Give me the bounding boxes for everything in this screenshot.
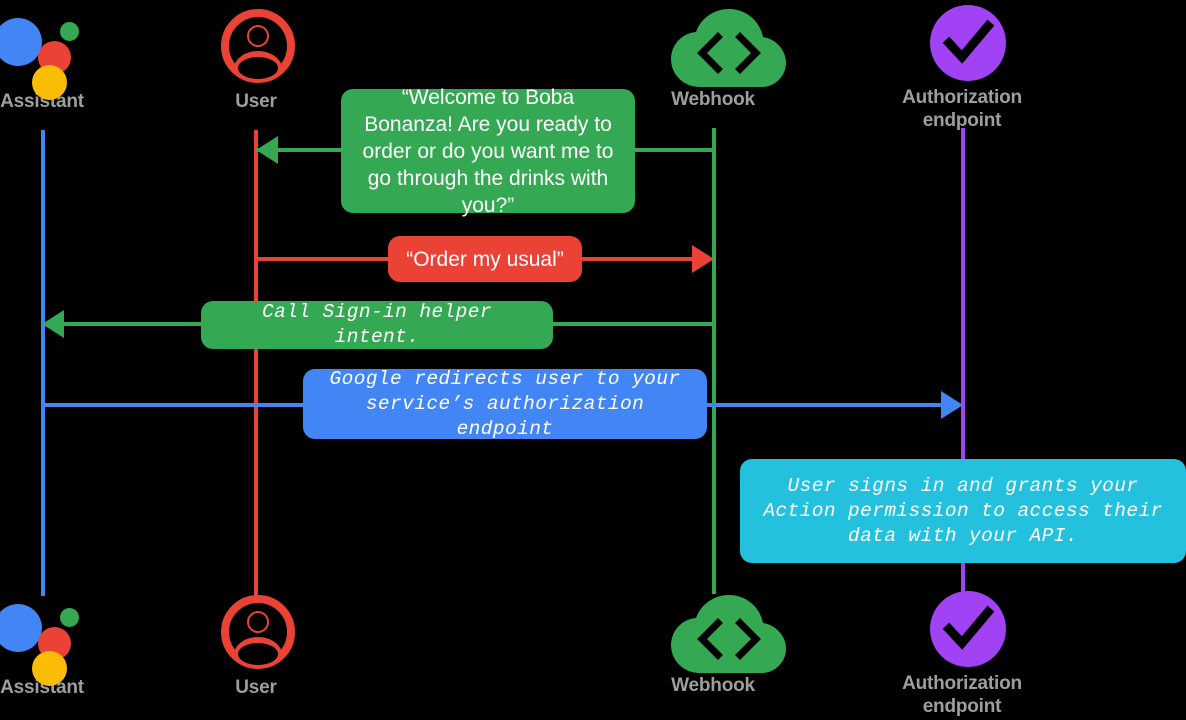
msg-signin-grant-bubble[interactable]: User signs in and grants your Action per…: [740, 459, 1186, 563]
assistant-green-dot-icon: [60, 608, 79, 627]
actor-label-assistant-bottom: Assistant: [0, 677, 84, 698]
actor-webhook-top[interactable]: Webhook: [613, 6, 813, 111]
cloud-code-icon: [665, 592, 786, 674]
msg-welcome-bubble[interactable]: “Welcome to Boba Bonanza! Are you ready …: [341, 86, 635, 217]
purple-check-circle-svg: [930, 591, 1006, 667]
assistant-green-dot-icon: [60, 22, 79, 41]
msg-signin-bubble[interactable]: Call Sign-in helper intent.: [201, 301, 553, 349]
cloud-code-svg: [671, 9, 786, 87]
msg-signin-grant-text: User signs in and grants your Action per…: [763, 474, 1163, 547]
actor-assistant-bottom[interactable]: Assistant: [0, 594, 142, 699]
msg-redirect-text: Google redirects user to your service’s …: [329, 367, 681, 440]
actor-label-webhook-top: Webhook: [671, 89, 755, 110]
lifeline-webhook: [712, 128, 716, 594]
purple-check-circle-icon: [914, 590, 1010, 672]
actor-user-bottom[interactable]: User: [156, 594, 356, 699]
msg-signin-text: Call Sign-in helper intent.: [262, 301, 492, 348]
actor-assistant-top[interactable]: Assistant: [0, 8, 142, 113]
user-avatar-svg: [221, 595, 295, 669]
actor-label-user-bottom: User: [235, 677, 277, 698]
assistant-blue-dot-icon: [0, 18, 42, 66]
msg-welcome-arrowhead: [256, 136, 278, 164]
lifeline-user: [254, 130, 258, 596]
msg-order-arrowhead: [692, 245, 714, 273]
google-assistant-icon: [0, 8, 90, 100]
google-assistant-icon: [0, 594, 90, 686]
msg-redirect-bubble[interactable]: Google redirects user to your service’s …: [303, 367, 707, 440]
msg-welcome-text: “Welcome to Boba Bonanza! Are you ready …: [362, 85, 614, 217]
msg-order-bubble[interactable]: “Order my usual”: [388, 236, 582, 282]
purple-check-circle-icon: [914, 4, 1010, 86]
msg-welcome-vertical-connector: [712, 128, 716, 152]
actor-user-top[interactable]: User: [156, 8, 356, 113]
cloud-code-svg: [671, 595, 786, 673]
actor-label-webhook-bottom: Webhook: [671, 675, 755, 696]
assistant-blue-dot-icon: [0, 604, 42, 652]
cloud-code-icon: [665, 6, 786, 88]
user-avatar-icon: [208, 8, 304, 90]
actor-label-auth-bottom: Authorization endpoint: [902, 673, 1022, 717]
msg-signin-arrowhead: [42, 310, 64, 338]
assistant-yellow-dot-icon: [32, 651, 67, 686]
actor-webhook-bottom[interactable]: Webhook: [613, 592, 813, 697]
msg-redirect-arrowhead: [941, 391, 963, 419]
lifeline-auth: [961, 128, 965, 594]
lifeline-assistant: [41, 130, 45, 596]
user-avatar-svg: [221, 9, 295, 83]
assistant-yellow-dot-icon: [32, 65, 67, 100]
purple-check-circle-svg: [930, 5, 1006, 81]
actor-auth-top[interactable]: Authorization endpoint: [862, 4, 1062, 132]
actor-label-assistant-top: Assistant: [0, 91, 84, 112]
actor-auth-bottom[interactable]: Authorization endpoint: [862, 590, 1062, 718]
actor-label-auth-top: Authorization endpoint: [902, 87, 1022, 131]
msg-order-text: “Order my usual”: [406, 247, 564, 271]
actor-label-user-top: User: [235, 91, 277, 112]
user-avatar-icon: [208, 594, 304, 676]
